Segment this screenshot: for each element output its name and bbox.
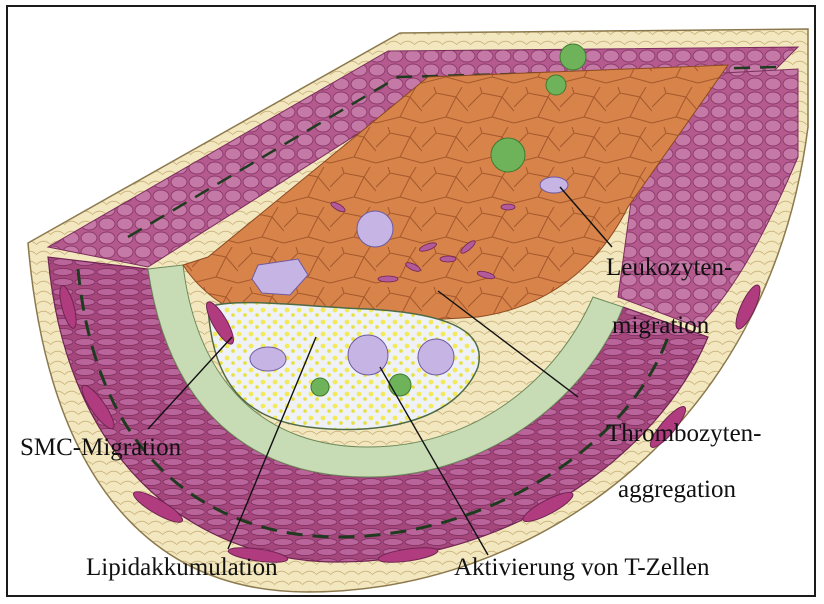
label-leukozyten-line1: Leukozyten-	[606, 255, 732, 280]
label-leukozyten-line2: migration	[612, 313, 709, 338]
artery-illustration-frame: Leukozyten- migration Thrombozyten- aggr…	[6, 5, 816, 597]
label-smc-migration: SMC-Migration	[20, 435, 181, 460]
artery-cross-section-illustration	[8, 7, 816, 597]
label-thrombozyten-line2: aggregation	[618, 477, 736, 502]
label-thrombozyten-line1: Thrombozyten-	[606, 421, 762, 446]
label-t-zellen: Aktivierung von T-Zellen	[454, 555, 710, 580]
label-lipidakkumulation: Lipidakkumulation	[86, 555, 278, 580]
